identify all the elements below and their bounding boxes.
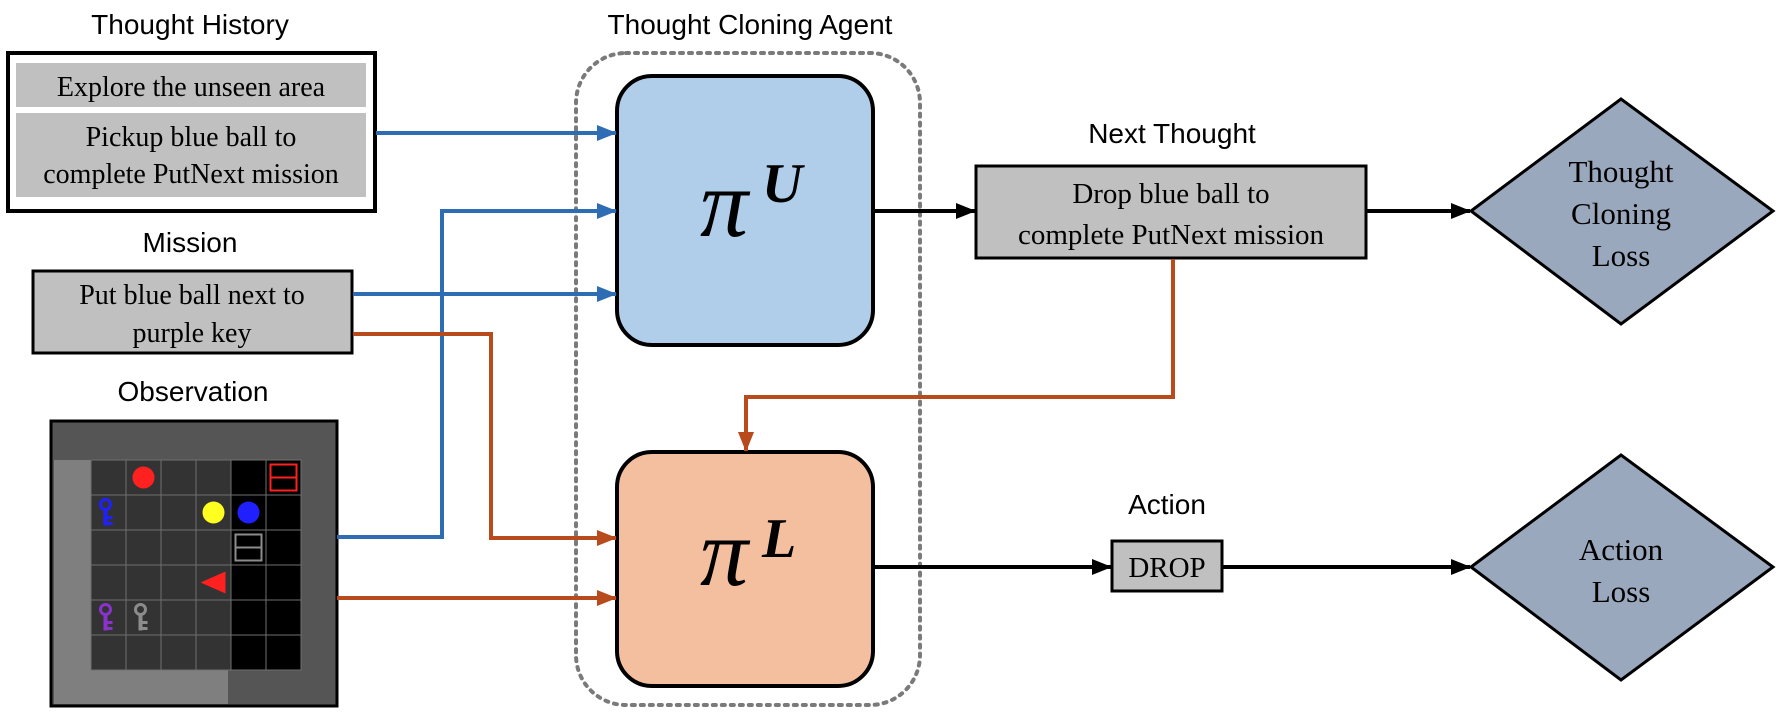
grid-cell (265, 564, 302, 601)
upper-policy-superscript: U (762, 153, 805, 215)
grid-cell (195, 459, 232, 496)
thought-history-entry-2-line1: Pickup blue ball to (86, 122, 297, 153)
grid-cell (125, 494, 162, 531)
grid-cell (90, 564, 127, 601)
grid-cell (230, 459, 267, 496)
blue-key-icon (99, 498, 113, 526)
thought-history-label: Thought History (91, 9, 289, 40)
upper-policy-box: π U (615, 74, 875, 347)
action-value: DROP (1128, 552, 1205, 584)
thought-history-entry-2 (16, 113, 366, 197)
blue-ball-icon (237, 501, 260, 524)
grid-cell (125, 634, 162, 671)
grid-cell (230, 599, 267, 636)
grey-box-icon (234, 533, 263, 562)
grid-cell (230, 564, 267, 601)
purple-key-icon (99, 603, 113, 631)
next-thought-line1: Drop blue ball to (1072, 178, 1269, 210)
action-box: DROP (1110, 539, 1224, 593)
lower-policy-box: π L (615, 450, 875, 688)
lower-policy-superscript: L (761, 508, 796, 570)
red-box-icon (269, 463, 298, 492)
grey-key-icon (134, 603, 148, 631)
arrow-mission-to-lower (353, 332, 617, 546)
yellow-ball-icon (202, 501, 225, 524)
grid-cell (160, 564, 197, 601)
thought-history-box: Explore the unseen area Pickup blue ball… (6, 51, 377, 213)
grid-cell (90, 634, 127, 671)
thought-history-entry-1-text: Explore the unseen area (57, 72, 326, 103)
thought-loss-line1: Thought (1568, 154, 1673, 189)
agent-container (574, 51, 922, 707)
thought-loss-line3: Loss (1592, 238, 1651, 273)
mission-line1: Put blue ball next to (79, 280, 305, 311)
grid-cell (160, 459, 197, 496)
grid-cell (265, 529, 302, 566)
lower-policy-symbol: π (700, 499, 751, 606)
agent-triangle-icon (200, 571, 226, 594)
grid-cell (195, 634, 232, 671)
grid-cell (160, 494, 197, 531)
action-loss-line2: Loss (1592, 574, 1651, 609)
grid-cell (160, 529, 197, 566)
thought-history-entry-1 (16, 63, 366, 107)
next-thought-box: Drop blue ball to complete PutNext missi… (974, 164, 1368, 260)
agent-label: Thought Cloning Agent (608, 9, 893, 40)
grid-cell (160, 634, 197, 671)
grid-cell (160, 599, 197, 636)
grid-cell (265, 634, 302, 671)
mission-line2: purple key (133, 318, 252, 349)
upper-policy-symbol: π (700, 150, 751, 257)
grid-cell (125, 564, 162, 601)
grid-cell (265, 494, 302, 531)
grid-cell (90, 529, 127, 566)
grid-cell (230, 634, 267, 671)
grid-cell (90, 459, 127, 496)
grid-cell (195, 529, 232, 566)
arrow-observation-to-upper (337, 203, 617, 539)
grid-cell (125, 529, 162, 566)
action-loss: Action Loss (1468, 453, 1776, 682)
arrow-next-thought-to-lower (738, 259, 1175, 452)
mission-label: Mission (143, 227, 238, 258)
next-thought-line2: complete PutNext mission (1018, 219, 1325, 251)
mission-box: Put blue ball next to purple key (31, 269, 354, 355)
next-thought-label: Next Thought (1088, 118, 1256, 149)
observation-label: Observation (118, 376, 269, 407)
thought-history-entry-2-line2: complete PutNext mission (43, 159, 339, 190)
action-loss-line1: Action (1579, 532, 1664, 567)
thought-loss-line2: Cloning (1571, 196, 1671, 231)
grid-cell (265, 599, 302, 636)
grid-cell (195, 599, 232, 636)
thought-cloning-loss: Thought Cloning Loss (1468, 97, 1776, 326)
observation-image (49, 419, 339, 708)
red-ball-icon (132, 466, 155, 489)
action-label: Action (1128, 489, 1206, 520)
